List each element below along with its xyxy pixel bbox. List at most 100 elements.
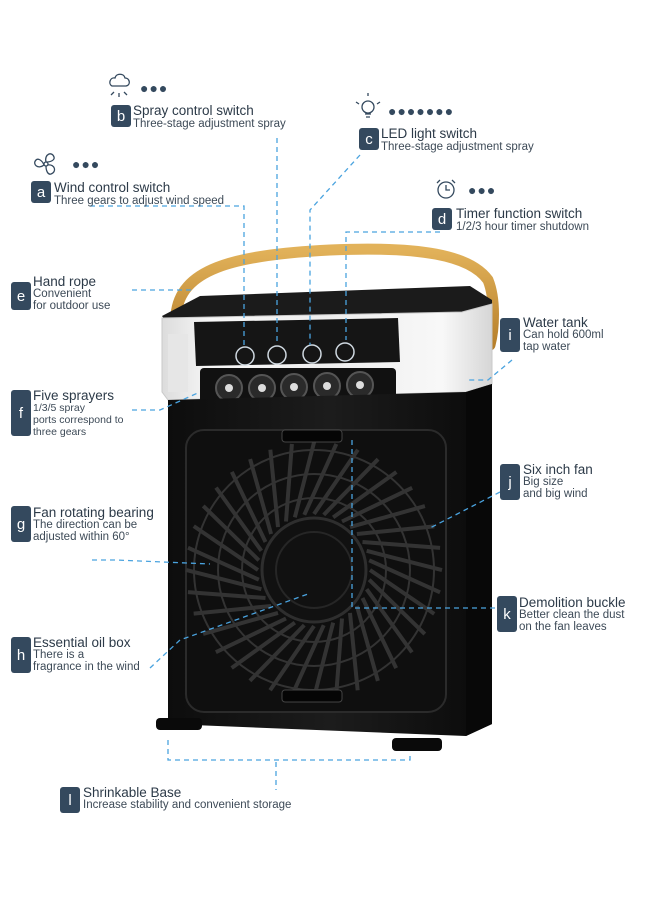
base-foot-right (392, 738, 442, 751)
fan-blade-line (187, 545, 260, 582)
alarm-clock-icon (436, 179, 456, 199)
fan-blade-line (360, 597, 398, 669)
led-button (302, 344, 322, 364)
fan-blade-line (368, 558, 441, 595)
badge-h: h (11, 637, 31, 673)
feature-d-title: Timer function switch (456, 206, 583, 221)
fan-blade-line (354, 605, 380, 682)
fan-grille (185, 441, 443, 699)
feature-g-desc2: adjusted within 60° (33, 531, 130, 543)
spray-button (267, 345, 287, 365)
feature-i-title: Water tank (523, 315, 588, 330)
fan-blade-line (302, 443, 339, 516)
fan-icon (34, 153, 56, 175)
badge-d: d (432, 208, 452, 230)
feature-c-desc: Three-stage adjustment spray (381, 141, 534, 153)
timer-button (335, 342, 355, 362)
fan-blade-line (311, 622, 336, 699)
fan-blade-line (341, 486, 413, 524)
feature-k-title: Demolition buckle (519, 595, 626, 610)
fan-blade-line (214, 486, 264, 553)
feature-e-desc1: Convenient (33, 288, 92, 300)
dots-c: ●●●●●●● (388, 103, 455, 119)
fan-blade-line (331, 470, 398, 520)
badge-i: i (500, 318, 520, 352)
feature-i-desc2: tap water (523, 341, 571, 353)
fan-blade-line (193, 604, 272, 616)
fan-blade-line (364, 587, 414, 654)
feature-l-desc: Increase stability and convenient storag… (83, 799, 292, 811)
fan-blade-line (292, 441, 317, 518)
fan-blade-line (230, 620, 297, 670)
feature-f-title: Five sprayers (33, 388, 115, 403)
feature-f-desc3: three gears (33, 426, 87, 438)
fan-blade-line (362, 540, 441, 550)
dots-a: ●●● (72, 156, 101, 172)
badge-e: e (11, 282, 31, 310)
feature-h-title: Essential oil box (33, 635, 131, 650)
fan-blade-line (334, 618, 344, 697)
spray-icon (109, 73, 130, 97)
badge-f: f (11, 390, 31, 436)
feature-k-desc2: on the fan leaves (519, 621, 607, 633)
feature-f-desc2: ports correspond to (33, 414, 124, 426)
fan-blade-line (284, 443, 294, 522)
fan-blade-line (312, 448, 360, 516)
feature-j-desc1: Big size (523, 476, 564, 488)
badge-l: l (60, 787, 80, 813)
demolition-buckle-bottom (281, 689, 343, 703)
dots-b: ●●● (140, 80, 169, 96)
fan-blade-line (248, 458, 274, 535)
fan-blade-line (348, 612, 360, 691)
fan-blade-line (289, 624, 326, 697)
fan-hub (260, 516, 368, 624)
feature-a-desc: Three gears to adjust wind speed (54, 195, 225, 207)
feature-i-desc1: Can hold 600ml (523, 329, 604, 341)
feature-j-title: Six inch fan (523, 462, 593, 477)
feature-j-desc2: and big wind (523, 488, 588, 500)
fan-blade-line (185, 567, 262, 592)
fan-blade-line (268, 449, 280, 528)
fan-blade-line (356, 524, 435, 536)
control-buttons (235, 342, 355, 366)
dots-d: ●●● (468, 182, 497, 198)
fan-blade-line (215, 616, 287, 654)
feature-f-desc1: 1/3/5 spray (33, 402, 85, 414)
feature-c-title: LED light switch (381, 126, 478, 141)
feature-a-title: Wind control switch (54, 180, 171, 195)
fan-blade-line (192, 524, 260, 572)
fan-blade-line (367, 578, 427, 636)
fan-blade-line (202, 610, 279, 636)
water-tank-window-left (168, 334, 188, 392)
feature-e-title: Hand rope (33, 274, 97, 289)
feature-d-desc: 1/2/3 hour timer shutdown (456, 221, 589, 233)
demolition-buckle-top (281, 429, 343, 443)
fan-blade-line (322, 457, 380, 517)
feature-b-title: Spray control switch (133, 103, 254, 118)
fan-blade-line (366, 548, 443, 573)
badge-b: b (111, 105, 131, 127)
base-foot-left (156, 718, 202, 730)
wind-button (235, 346, 255, 366)
badge-k: k (497, 596, 517, 632)
feature-k-desc1: Better clean the dust (519, 609, 625, 621)
fan-grille-ring (217, 473, 411, 667)
badge-c: c (359, 128, 379, 150)
badge-g: g (11, 506, 31, 542)
fan-grille-ring (241, 497, 387, 643)
fan-blade-line (349, 504, 426, 530)
control-panel (194, 318, 400, 366)
leader-lines (90, 138, 513, 790)
feature-b-desc: Three-stage adjustment spray (133, 118, 286, 130)
fan-blade-line (268, 624, 316, 692)
fan-blade-line (248, 623, 306, 683)
bulb-icon (355, 93, 381, 118)
feature-h-desc2: fragrance in the wind (33, 661, 140, 673)
feature-g-title: Fan rotating bearing (33, 505, 154, 520)
badge-a: a (31, 181, 51, 203)
fan-blade-line (230, 471, 268, 543)
feature-g-desc1: The direction can be (33, 519, 138, 531)
fan-blade-line (187, 590, 266, 600)
feature-h-desc1: There is a (33, 649, 85, 661)
